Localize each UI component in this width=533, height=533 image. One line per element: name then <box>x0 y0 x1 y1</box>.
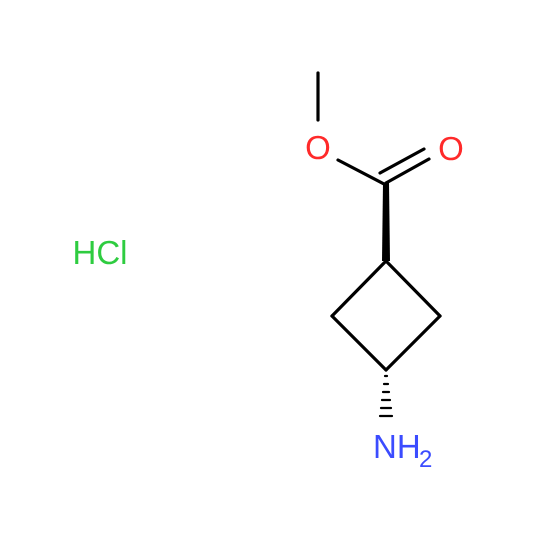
bond-group <box>316 71 442 372</box>
ring-bond-top-left <box>330 259 388 318</box>
carbonyl-double-bond-line-1 <box>384 157 431 185</box>
ring-bond-top-right <box>384 259 442 318</box>
hashed-bond <box>378 374 394 418</box>
carbonyl-oxygen-label: O <box>438 130 464 167</box>
hcl-label: HCl <box>73 234 128 271</box>
amine-label: NH <box>373 428 421 465</box>
ring-bond-bottom-left <box>330 314 388 372</box>
wedge-bond <box>382 183 390 261</box>
ester-oxygen-to-carbonyl-bond <box>336 158 388 187</box>
carbonyl-double-bond-line-2 <box>378 147 426 175</box>
ester-oxygen-label: O <box>305 129 331 166</box>
ring-bond-bottom-right <box>384 314 442 372</box>
amine-subscript: 2 <box>419 446 432 473</box>
